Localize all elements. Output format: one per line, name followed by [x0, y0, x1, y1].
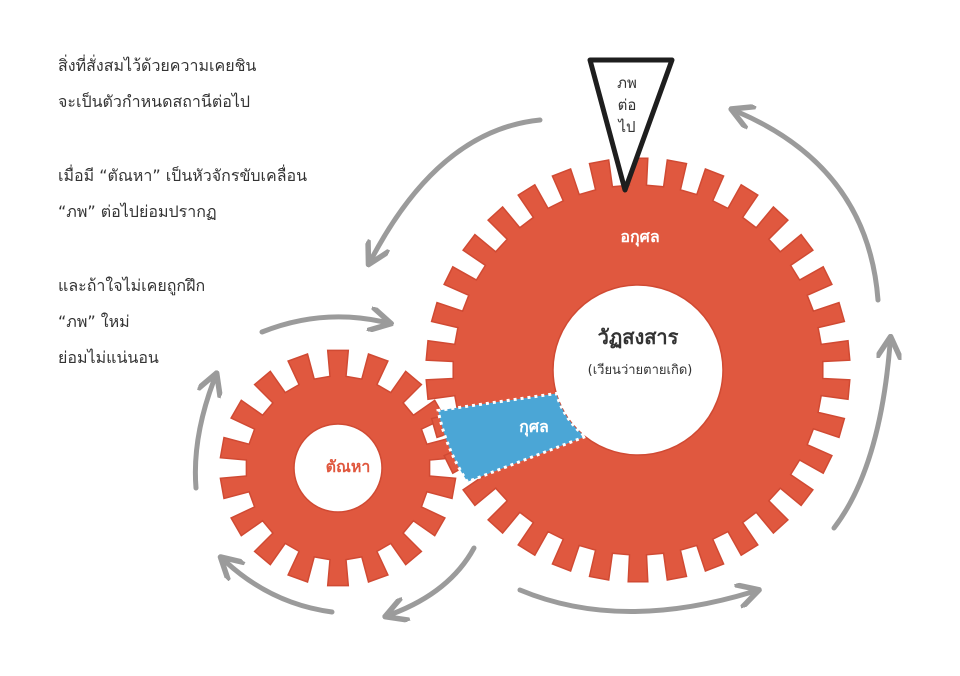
small-gear-label: ตัณหา — [326, 457, 371, 476]
pointer-line-3: ไป — [617, 118, 635, 136]
wholesome-label: กุศล — [519, 417, 549, 437]
arrow-lower-mid — [392, 545, 477, 614]
training-text: และถ้าใจไม่เคยถูกฝึก “ภพ” ใหม่ ย่อมไม่แน… — [58, 268, 205, 376]
intro-line-2: จะเป็นตัวกำหนดสถานีต่อไป — [58, 92, 251, 111]
pointer-line-1: ภพ — [617, 74, 637, 92]
pointer-triangle — [587, 57, 675, 193]
unwholesome-label: อกุศล — [620, 227, 659, 247]
arrow-far-left — [192, 380, 214, 491]
arrow-mid-left — [259, 317, 384, 335]
intro-line-1: สิ่งที่สั่งสมไว้ด้วยความเคยชิน — [58, 56, 257, 75]
next-existence-pointer: ภพ ต่อ ไป — [587, 57, 675, 193]
wholesome-segment — [436, 391, 589, 484]
big-gear-body — [425, 157, 851, 583]
arrow-lower-left — [226, 562, 335, 615]
training-line-2: “ภพ” ใหม่ — [58, 312, 130, 331]
cycle-arrows — [192, 112, 890, 615]
small-gear-body — [219, 349, 457, 587]
intro-text: สิ่งที่สั่งสมไว้ด้วยความเคยชิน จะเป็นตัว… — [58, 48, 256, 120]
big-gear: อกุศล กุศล วัฏสงสาร (เวียนว่ายตายเกิด) — [425, 157, 851, 583]
samsara-title: วัฏสงสาร — [598, 325, 679, 349]
samsara-subtitle: (เวียนว่ายตายเกิด) — [588, 362, 693, 378]
craving-line-1: เมื่อมี “ตัณหา” เป็นหัวจักรขับเคลื่อน — [58, 166, 308, 185]
arrow-right — [831, 344, 890, 531]
small-gear: ตัณหา — [219, 349, 457, 587]
craving-text: เมื่อมี “ตัณหา” เป็นหัวจักรขับเคลื่อน “ภ… — [58, 158, 307, 230]
arrow-top-left — [372, 117, 543, 258]
pointer-line-2: ต่อ — [618, 96, 637, 114]
training-line-1: และถ้าใจไม่เคยถูกฝึก — [58, 276, 206, 295]
training-line-3: ย่อมไม่แน่นอน — [58, 348, 159, 367]
arrow-bottom — [517, 590, 752, 614]
craving-line-2: “ภพ” ต่อไปย่อมปรากฏ — [58, 202, 217, 221]
arrow-top-right — [738, 112, 881, 303]
